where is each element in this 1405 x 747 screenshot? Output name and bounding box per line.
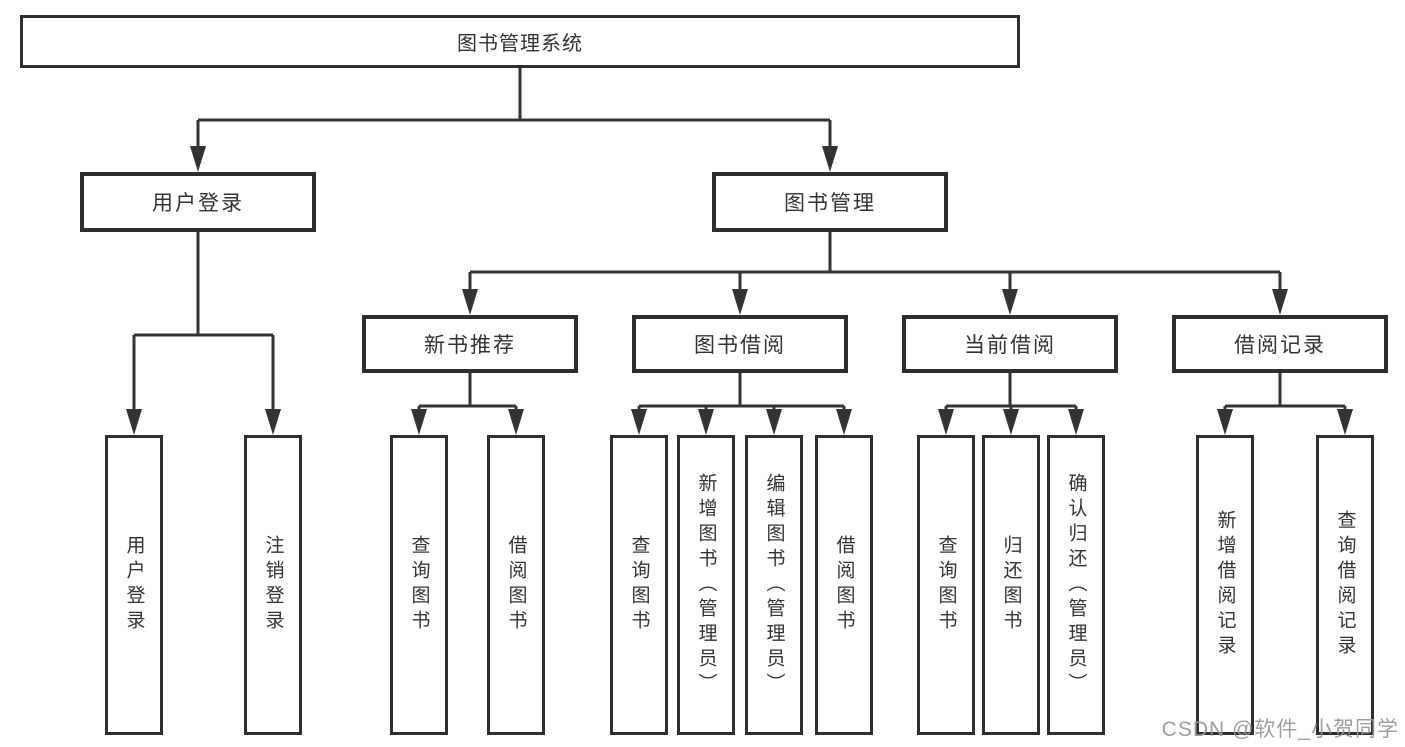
node-book-management-label: 图书管理 xyxy=(784,192,876,215)
leaf-confirm-return-admin-label: 确认归还（管理员） xyxy=(1065,472,1087,698)
leaf-borrow-books-under-borrow-label: 借阅图书 xyxy=(833,535,855,635)
node-root-label: 图书管理系统 xyxy=(457,33,583,55)
node-current-borrow-label: 当前借阅 xyxy=(964,334,1056,357)
leaf-add-books-admin-label: 新增图书（管理员） xyxy=(695,472,717,698)
leaf-logout: 注销登录 xyxy=(244,435,302,735)
leaf-query-books-under-borrow: 查询图书 xyxy=(610,435,668,735)
node-borrow-records-label: 借阅记录 xyxy=(1234,334,1326,357)
node-borrow-records: 借阅记录 xyxy=(1172,315,1388,373)
node-new-book-recommend-label: 新书推荐 xyxy=(424,334,516,357)
node-current-borrow: 当前借阅 xyxy=(902,315,1118,373)
leaf-borrow-books-under-borrow: 借阅图书 xyxy=(815,435,873,735)
leaf-edit-books-admin: 编辑图书（管理员） xyxy=(745,435,803,735)
node-new-book-recommend: 新书推荐 xyxy=(362,315,578,373)
node-book-borrow-label: 图书借阅 xyxy=(694,334,786,357)
leaf-return-books: 归还图书 xyxy=(982,435,1040,735)
leaf-borrow-books-under-recommend-label: 借阅图书 xyxy=(505,535,527,635)
leaf-query-borrow-record-label: 查询借阅记录 xyxy=(1334,510,1356,660)
node-root-system: 图书管理系统 xyxy=(20,15,1020,68)
leaf-return-books-label: 归还图书 xyxy=(1000,535,1022,635)
leaf-query-books-under-current-label: 查询图书 xyxy=(935,535,957,635)
leaf-query-books-under-borrow-label: 查询图书 xyxy=(628,535,650,635)
leaf-query-books-under-recommend: 查询图书 xyxy=(390,435,448,735)
watermark: CSDN @软件_小贺同学 xyxy=(1161,718,1399,741)
leaf-borrow-books-under-recommend: 借阅图书 xyxy=(487,435,545,735)
leaf-logout-label: 注销登录 xyxy=(262,535,284,635)
leaf-confirm-return-admin: 确认归还（管理员） xyxy=(1047,435,1105,735)
leaf-query-books-under-recommend-label: 查询图书 xyxy=(408,535,430,635)
leaf-edit-books-admin-label: 编辑图书（管理员） xyxy=(763,472,785,698)
leaf-user-login-label: 用户登录 xyxy=(123,535,145,635)
node-book-management: 图书管理 xyxy=(712,172,948,232)
leaf-add-books-admin: 新增图书（管理员） xyxy=(677,435,735,735)
leaf-user-login: 用户登录 xyxy=(105,435,163,735)
leaf-query-borrow-record: 查询借阅记录 xyxy=(1316,435,1374,735)
leaf-query-books-under-current: 查询图书 xyxy=(917,435,975,735)
node-user-login-label: 用户登录 xyxy=(152,192,244,215)
node-book-borrow: 图书借阅 xyxy=(632,315,848,373)
leaf-add-borrow-record-label: 新增借阅记录 xyxy=(1214,510,1236,660)
node-user-login: 用户登录 xyxy=(80,172,316,232)
leaf-add-borrow-record: 新增借阅记录 xyxy=(1196,435,1254,735)
